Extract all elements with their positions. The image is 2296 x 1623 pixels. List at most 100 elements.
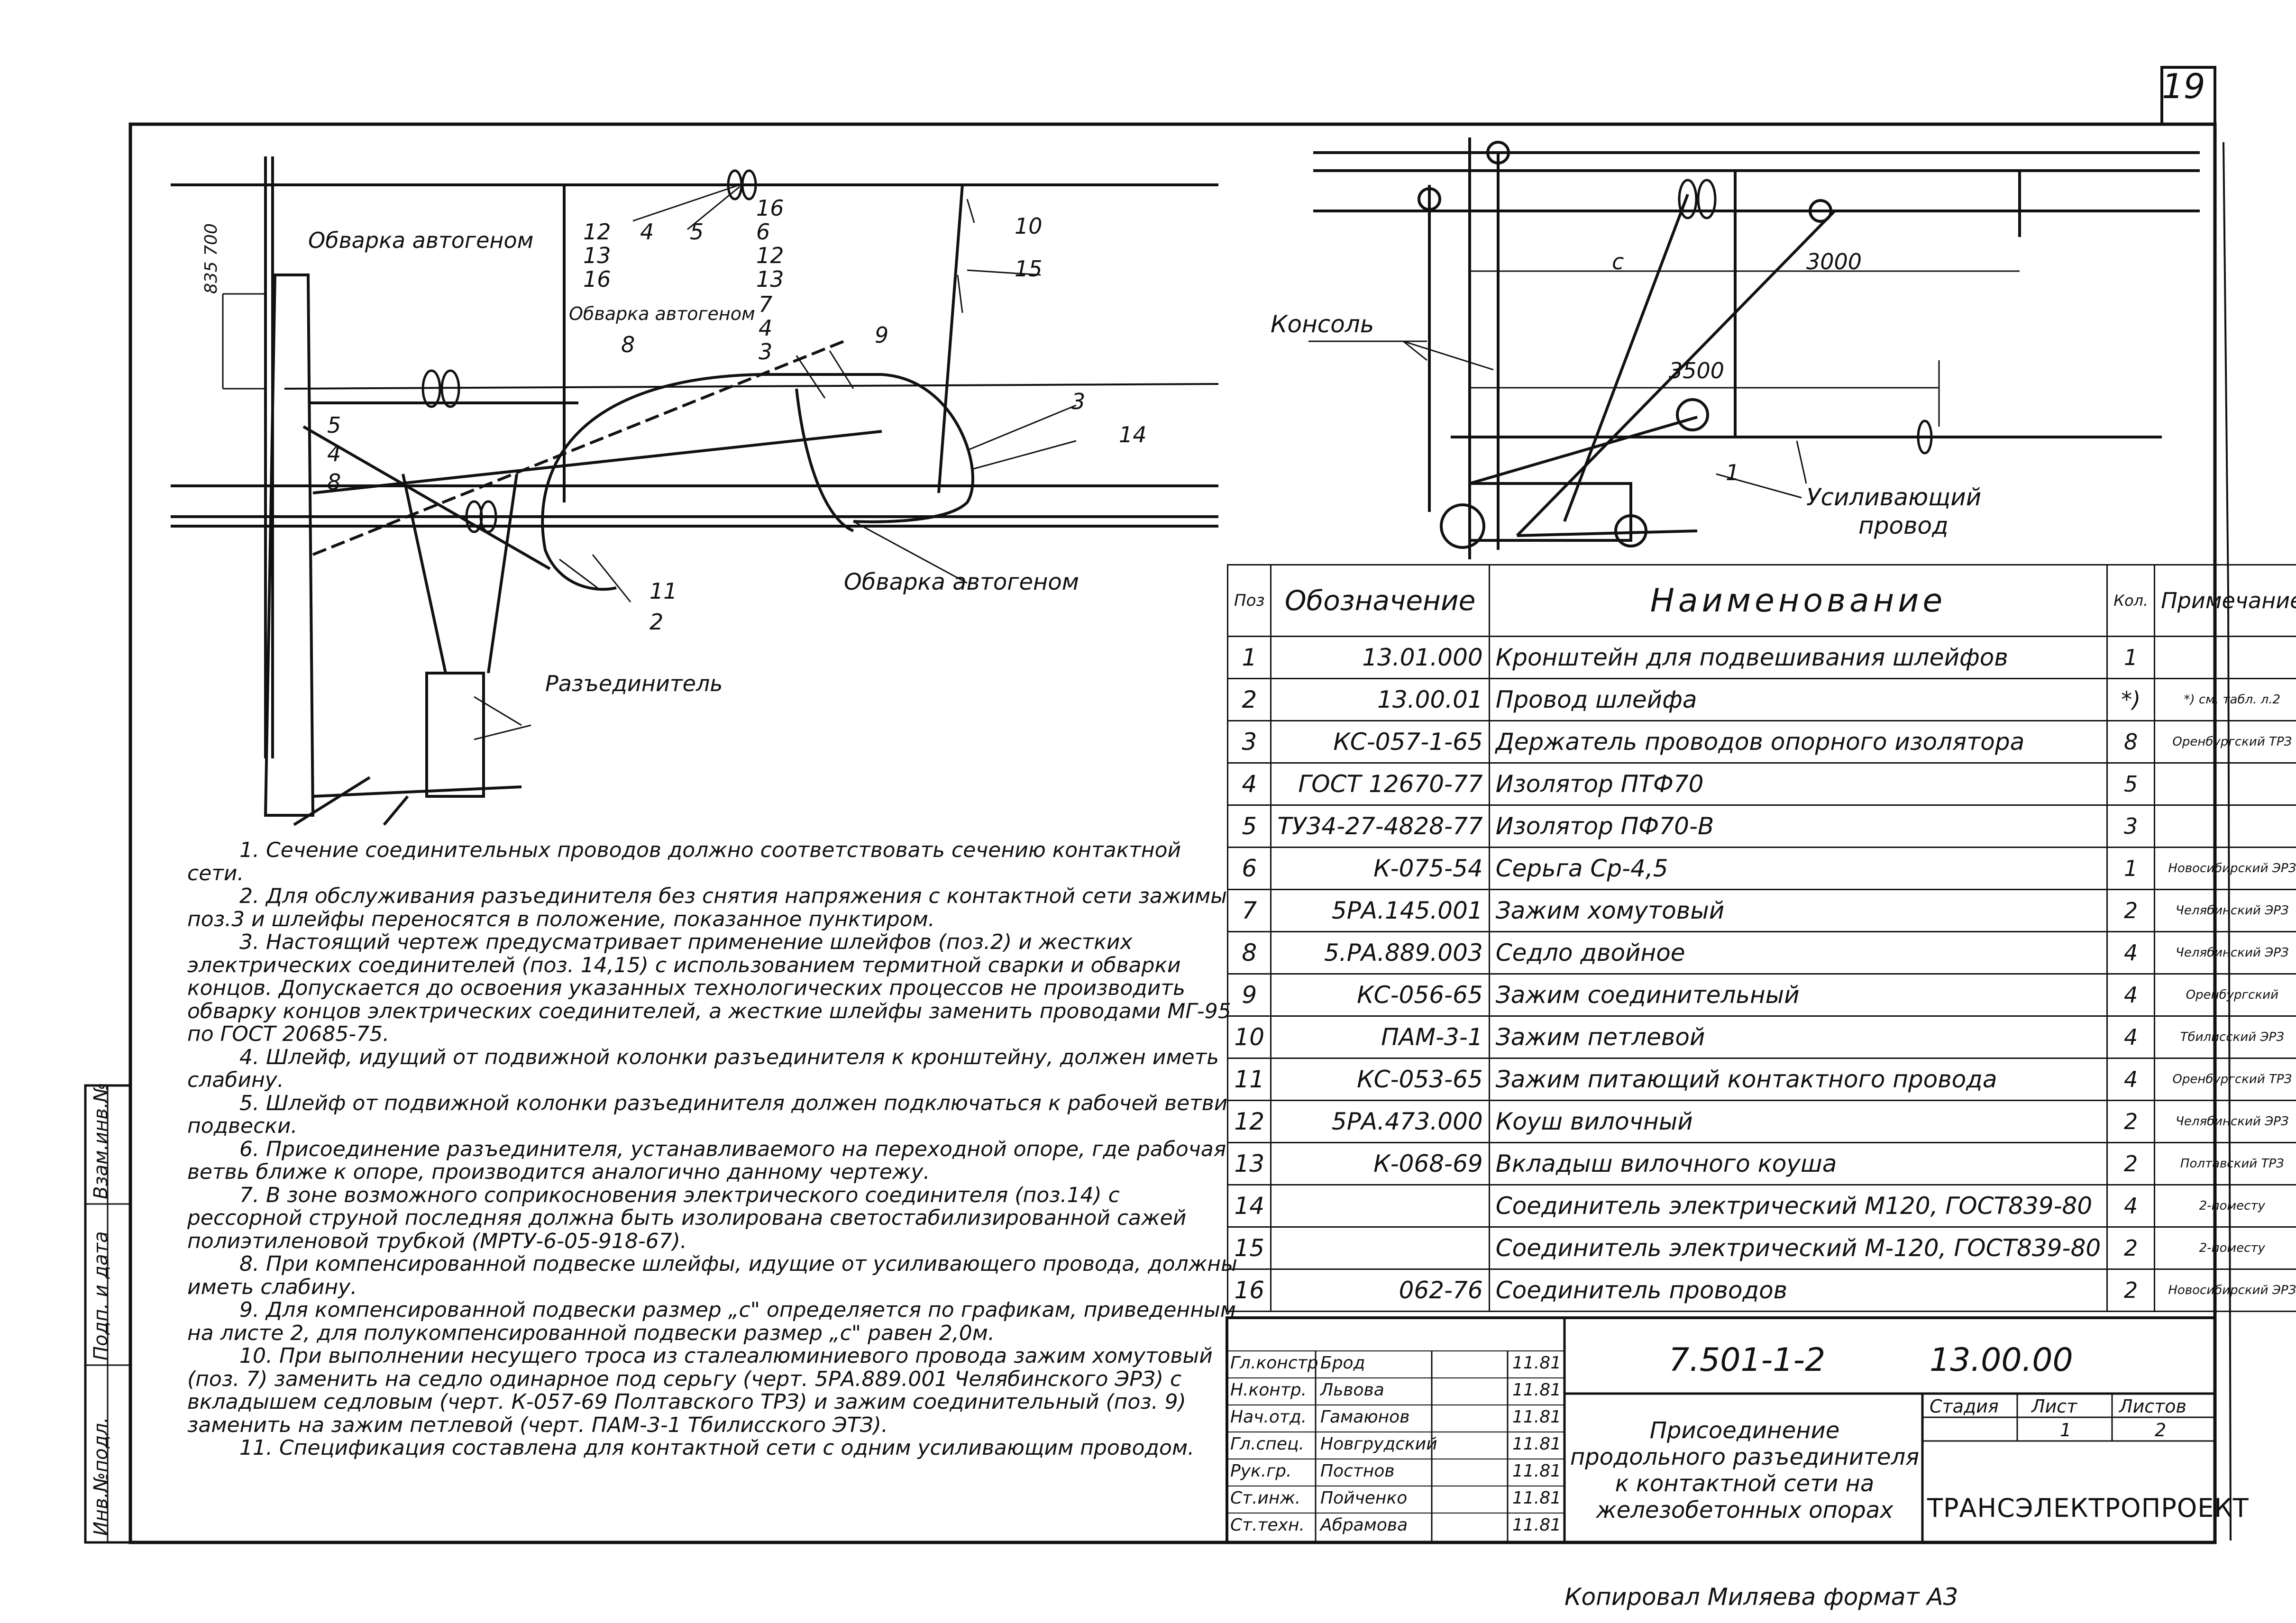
signer-date: 11.81 [1512,1380,1562,1400]
spec-cell-note: Оренбургский ТРЗ [2154,720,2296,764]
spec-cell-designation: КС-056-65 [1270,973,1490,1017]
callout: 3 [1071,389,1086,414]
callout: 4 [640,219,654,245]
header-qty: Кол. [2106,564,2156,637]
spec-cell-note: Оренбургский [2154,973,2296,1017]
signer-role: Н.контр. [1230,1380,1307,1400]
spec-cell-note [2154,762,2296,806]
side-stamp-replace: Взам.инв.№ [90,1082,112,1199]
spec-cell-name: Серьга Ср-4,5 [1488,847,2108,890]
spec-cell-pos: 4 [1226,762,1272,806]
label-obvarka-2: Обварка автогеном [569,303,755,324]
callout: 15 [1015,256,1043,282]
sheet-code: 13.00.00 [1930,1341,2073,1379]
note: 4. Шлейф, идущий от подвижной колонки ра… [187,1045,1219,1092]
drawing-title: Присоединение продольного разъединителя … [1570,1417,1920,1523]
spec-cell-designation: К-068-69 [1270,1142,1490,1185]
sheet-value: 1 [2060,1420,2072,1441]
callout-1-right: 1 [1726,460,1740,485]
label-obvarka-1: Обварка автогеном [308,228,534,253]
spec-cell-qty: 3 [2106,804,2156,848]
sheet-label: Лист [2031,1396,2077,1417]
spec-cell-note [2154,636,2296,679]
spec-cell-note: Оренбургский ТРЗ [2154,1058,2296,1101]
spec-cell-note [2154,804,2296,848]
spec-cell-designation: 5.РА.889.003 [1270,931,1490,975]
signer-name: Львова [1320,1380,1384,1400]
spec-cell-note: 2-поместу [2154,1226,2296,1270]
spec-cell-designation: 5РА.473.000 [1270,1100,1490,1143]
spec-cell-note: Челябинский ЭРЗ [2154,1100,2296,1143]
note: 1. Сечение соединительных проводов должн… [187,838,1181,885]
spec-cell-qty: *) [2106,678,2156,721]
signer-role: Ст.техн. [1230,1515,1305,1535]
drawing-code: 7.501-1-2 [1669,1341,1826,1379]
note: 5. Шлейф от подвижной колонки разъединит… [187,1091,1228,1138]
callout: 13 [756,266,784,292]
spec-cell-designation: К-075-54 [1270,847,1490,890]
spec-cell-qty: 2 [2106,1268,2156,1312]
spec-cell-note: 2-поместу [2154,1184,2296,1228]
spec-cell-pos: 12 [1226,1100,1272,1143]
callout: 8 [327,469,341,495]
label-usilivayuschiy: Усиливающий [1806,483,1982,511]
page-number: 19 [2162,66,2205,106]
spec-cell-pos: 14 [1226,1184,1272,1228]
right-section-drawing [1308,137,2200,559]
header-designation: Обозначение [1270,564,1490,637]
spec-cell-pos: 10 [1226,1015,1272,1059]
callout: 7 [759,292,773,317]
signer-role: Рук.гр. [1230,1461,1292,1481]
spec-cell-note: *) см. табл. л.2 [2154,678,2296,721]
note: 11. Спецификация составлена для контактн… [239,1436,1195,1460]
spec-cell-pos: 9 [1226,973,1272,1017]
spec-cell-note: Тбилисский ЭРЗ [2154,1015,2296,1059]
header-name: Наименование [1488,564,2108,637]
spec-cell-name: Изолятор ПФ70-В [1488,804,2108,848]
spec-cell-qty: 2 [2106,1100,2156,1143]
spec-cell-name: Провод шлейфа [1488,678,2108,721]
callout: 16 [756,195,784,221]
spec-cell-qty: 4 [2106,931,2156,975]
spec-cell-name: Зажим питающий контактного провода [1488,1058,2108,1101]
general-notes: 1. Сечение соединительных проводов должн… [187,839,1240,1460]
callout: 16 [583,266,611,292]
callout: 3 [759,339,773,365]
callout: 12 [756,243,784,268]
spec-cell-name: Вкладыш вилочного коуша [1488,1142,2108,1185]
spec-cell-qty: 1 [2106,847,2156,890]
callout: 4 [327,441,341,466]
signer-date: 11.81 [1512,1461,1562,1481]
spec-cell-designation: 062-76 [1270,1268,1490,1312]
organization-name: ТРАНСЭЛЕКТРОПРОЕКТ [1927,1493,2249,1523]
signer-role: Гл.констр [1230,1353,1318,1373]
spec-cell-pos: 7 [1226,889,1272,932]
spec-cell-designation: ПАМ-3-1 [1270,1015,1490,1059]
spec-cell-qty: 2 [2106,1226,2156,1270]
left-section-drawing [171,156,1219,826]
note: 2. Для обслуживания разъединителя без сн… [187,884,1227,931]
callout: 2 [649,609,664,635]
signer-role: Гл.спец. [1230,1434,1304,1454]
note: 7. В зоне возможного соприкосновения эле… [187,1183,1187,1253]
spec-cell-name: Держатель проводов опорного изолятора [1488,720,2108,764]
spec-cell-qty: 2 [2106,889,2156,932]
callout: 4 [759,315,773,341]
spec-cell-designation [1270,1184,1490,1228]
spec-cell-designation [1270,1226,1490,1270]
footer-text: Копировал Миляева формат А3 [1564,1583,1958,1611]
spec-cell-name: Зажим хомутовый [1488,889,2108,932]
